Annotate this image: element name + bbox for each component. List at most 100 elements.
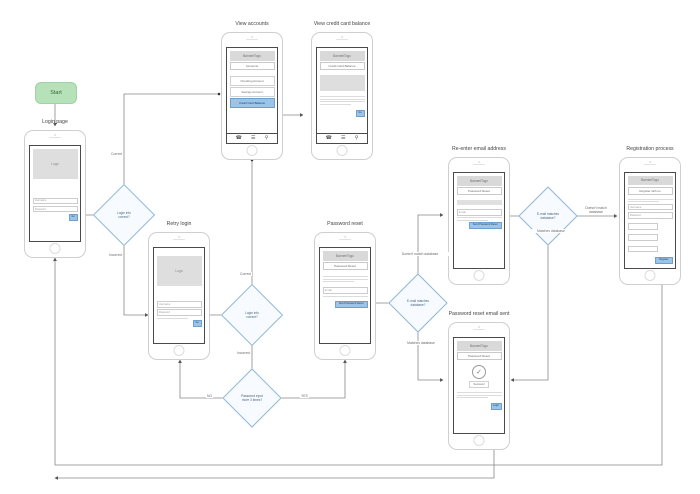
diamond-line-2: more 3 times?: [241, 398, 263, 402]
password-input[interactable]: Password: [156, 309, 202, 316]
text-line: [322, 295, 368, 297]
menu-icon[interactable]: ☰: [341, 135, 346, 141]
screen-title-password-reset: Password reset: [327, 221, 363, 227]
error-bar: [456, 200, 502, 205]
screen-spacer: [157, 288, 202, 300]
send-password-reset-label: Send Password Reset: [472, 223, 498, 227]
screen-retry-login[interactable]: Retry login Logo Username Password Go: [148, 221, 210, 360]
camera-dot: [178, 236, 180, 238]
page-header: Password Reset: [456, 187, 502, 196]
phone-frame: BannerlTogo Register with us Username Pa…: [619, 157, 681, 285]
username-input[interactable]: Username: [156, 301, 202, 308]
screen-password-reset[interactable]: Password reset BannerlTogo Password Rese…: [314, 221, 376, 360]
registration-field-label: Username: [629, 205, 642, 209]
decision-email-matches-database-1[interactable]: E-mail matches database?: [388, 273, 448, 333]
phone-frame: Logo Username Password Go: [24, 130, 86, 258]
location-icon[interactable]: ⚲: [264, 135, 269, 141]
registration-field-username[interactable]: Username: [627, 203, 673, 211]
speaker-slot: [336, 39, 348, 40]
username-input[interactable]: Username: [32, 197, 78, 205]
screen-password-reset-email-sent[interactable]: Password reset email sent BannerlTogo Pa…: [448, 311, 510, 450]
screen-view-accounts[interactable]: View accounts BannerlTogo Accounts Check…: [221, 21, 283, 160]
gap: [628, 254, 673, 255]
registration-field-3[interactable]: [627, 223, 658, 230]
gap: [457, 390, 502, 391]
speaker-slot: [246, 39, 258, 40]
email-placeholder: E-mail: [324, 289, 332, 293]
phone-icon[interactable]: ☎: [235, 135, 242, 141]
phone-frame: Logo Username Password Go: [148, 232, 210, 360]
login-go-button[interactable]: Go: [68, 213, 78, 221]
gap: [457, 362, 502, 364]
login-button-label: Login: [492, 404, 500, 408]
screen-title-login-page: Login page: [42, 119, 68, 125]
app-banner: BannerlTogo: [456, 340, 502, 351]
account-row-checking[interactable]: Checking Account: [229, 76, 275, 86]
home-button[interactable]: [173, 345, 185, 356]
location-icon[interactable]: ⚲: [354, 135, 359, 141]
account-row-savings[interactable]: Savings Account: [229, 87, 275, 97]
decision-email-matches-database-2[interactable]: E-mail matches database?: [518, 186, 578, 246]
screen-spacer: [323, 309, 368, 340]
text-line: [456, 394, 502, 396]
screen-spacer: [457, 231, 502, 266]
success-label: Success!: [469, 380, 489, 389]
edge-label-doesnt-match-1: Doesn't match database: [390, 252, 450, 257]
banner-label: BannerlTogo: [470, 343, 488, 348]
register-button[interactable]: Register: [655, 256, 673, 264]
email-input[interactable]: E-mail: [322, 287, 368, 294]
screen-spacer: [457, 412, 502, 431]
edge-label-yes: YES: [300, 394, 309, 398]
phone-icon[interactable]: ☎: [325, 135, 332, 141]
username-placeholder: Username: [34, 199, 47, 203]
page-header-label: Register with us: [639, 188, 661, 193]
home-button[interactable]: [336, 145, 348, 156]
registration-field-password[interactable]: Password: [627, 212, 673, 219]
start-label: Start: [50, 90, 62, 96]
registration-field-5[interactable]: [627, 245, 658, 253]
screen-login-page[interactable]: Login page Logo Username Password Go: [24, 119, 86, 258]
retry-go-button[interactable]: Go: [192, 320, 202, 328]
home-button[interactable]: [49, 243, 61, 254]
forgot-password-line[interactable]: [156, 317, 188, 319]
account-row-label: Savings Account: [241, 90, 263, 95]
account-row-credit-card[interactable]: Credit Card Balance: [229, 98, 275, 108]
text-line: [319, 98, 365, 100]
diamond-line-1: E-mail matches: [407, 299, 429, 303]
screen-view-credit-card-balance[interactable]: View credit card balance BannerlTogo Cre…: [311, 21, 373, 160]
credit-card-go-button[interactable]: Go: [355, 110, 365, 117]
menu-icon[interactable]: ☰: [251, 135, 256, 141]
phone-screen: BannerlTogo Password Reset ✓ Success! Lo…: [453, 337, 505, 434]
start-node[interactable]: Start: [35, 82, 77, 104]
text-line: [456, 392, 502, 394]
screen-registration[interactable]: Registration process BannerlTogo Registe…: [619, 146, 681, 285]
diamond-text: E-mail matches database?: [527, 195, 569, 237]
gap: [628, 243, 673, 244]
registration-field-4[interactable]: [627, 234, 658, 241]
diamond-line-2: correct?: [246, 315, 258, 319]
gap: [457, 400, 502, 402]
gap: [457, 206, 502, 207]
password-input[interactable]: Password: [32, 205, 78, 213]
decision-login-info-correct-1[interactable]: Login info correct?: [92, 183, 156, 247]
page-header-label: Accounts: [245, 64, 259, 69]
send-password-reset-button[interactable]: Send Password Reset: [468, 222, 502, 230]
home-button[interactable]: [473, 435, 485, 446]
home-button[interactable]: [473, 270, 485, 281]
text-line: [627, 201, 659, 203]
page-header: Register with us: [627, 186, 673, 195]
home-button[interactable]: [339, 345, 351, 356]
balance-block: [319, 75, 365, 92]
send-password-reset-button[interactable]: Send Password Reset: [334, 300, 368, 308]
decision-password-input-tries[interactable]: Password input more 3 times?: [222, 368, 282, 428]
email-input[interactable]: E-mail: [456, 209, 502, 216]
home-button[interactable]: [246, 145, 258, 156]
screen-reenter-email[interactable]: Re-enter email address BannerlTogo Passw…: [448, 146, 510, 285]
decision-login-info-correct-2[interactable]: Login info correct?: [220, 283, 284, 347]
phone-frame: BannerlTogo Accounts Checking Account Sa…: [221, 32, 283, 160]
text-line: [319, 96, 365, 98]
home-button[interactable]: [644, 270, 656, 281]
app-banner: BannerlTogo: [456, 175, 502, 186]
send-password-reset-label: Send Password Reset: [338, 301, 364, 305]
login-button[interactable]: Login: [490, 403, 502, 411]
